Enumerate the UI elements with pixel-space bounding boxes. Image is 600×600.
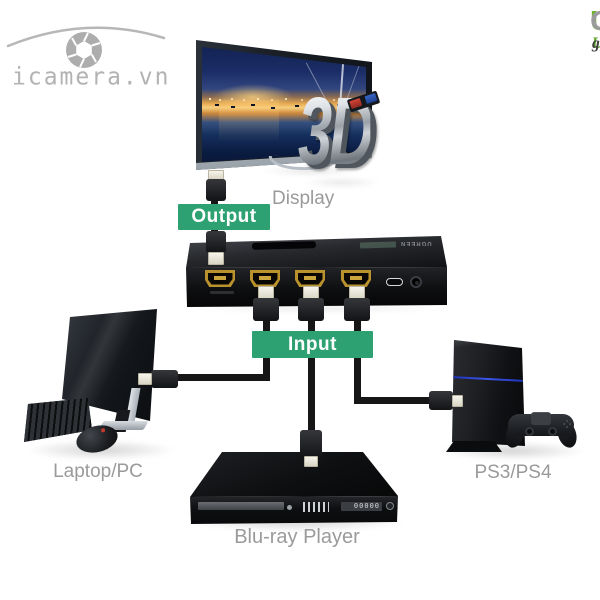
laptop-cable [177,374,267,381]
hdmi-plug-tip [208,252,224,265]
hdmi-plug [206,231,226,253]
hdmi-plug [151,370,178,388]
bluray-display: 00000 [341,502,382,511]
ps4-controller [502,404,580,452]
tv-water-shimmer [219,100,279,142]
3d-shadow [303,177,381,188]
display-label: Display [272,188,335,209]
ps4-stand [446,441,502,452]
output-badge: Output [178,204,270,230]
hdmi-port [295,270,325,287]
3d-logo: 3D 3D [298,84,393,194]
hdmi-plug [300,430,322,458]
controller-right-stick [548,427,557,436]
tv-screen [202,47,366,162]
tv-harbor-lights [209,98,211,100]
hdmi-port-tongue [350,276,362,280]
micro-usb-port [386,278,403,286]
hdmi-plug-tip [138,373,152,385]
tv-boats [215,104,219,106]
laptop-label: Laptop/PC [53,461,143,482]
watermark-text: icamera.vn [12,63,171,91]
hdmi-plug-tip [452,395,463,407]
brand-website-text: greenvietnam.com.vn [592,35,600,52]
port-marking [210,291,234,294]
controller-left-stick [525,427,534,436]
bluray-small-button [287,505,292,510]
watermark-swoosh [6,26,166,48]
bluray-front: 00000 [190,496,398,524]
3d-glasses-red-lens [349,97,363,110]
tv-display [195,38,373,172]
mouse-red-dot [100,427,106,433]
brand-wordmark-u: U [590,5,600,37]
hdmi-plug [344,298,370,321]
hdmi-plug [253,298,279,321]
hdmi-plug [429,391,453,410]
ps4-led-stripe [452,376,524,382]
bluray-vents [303,502,329,512]
bluray-top [190,452,398,497]
hdmi-port-tongue [304,276,316,280]
audio-jack-hole [415,281,419,285]
tv-sunset-glow [213,84,293,110]
brand-logo: UGREEN Ugreenvietnam.com.vn [402,5,600,59]
hdmi-plug-tip [304,456,318,467]
bluray-disc-tray [198,502,284,510]
3d-glasses-blue-lens [364,93,378,105]
controller-touchpad [531,412,551,425]
bluray-cable [308,319,315,432]
switch-top-sticker [359,241,397,249]
ps4-cable [354,319,361,404]
brand-website-u: U [592,35,600,53]
hdmi-port [250,270,280,287]
hdmi-port [341,270,371,287]
console-label: PS3/PS4 [474,462,552,483]
hdmi-port-tongue [259,276,271,280]
ps4-top-highlight [452,340,525,360]
hdmi-plug [298,298,324,321]
ps4-cable [354,397,431,404]
bluray-power-button [386,502,394,510]
switch-top-slot [251,241,317,250]
controller-buttons [566,420,568,422]
camera-aperture-icon [66,32,102,68]
audio-jack [410,276,422,288]
switch-brand-text: UGREEN [400,240,432,246]
tv-shadow [260,166,360,176]
brand-wordmark-rest: GREEN [590,5,600,37]
hdmi-port-tongue [214,276,226,280]
hdmi-port [205,270,235,287]
hdmi-plug [206,179,226,201]
controller-body [508,414,574,436]
bluray-label: Blu-ray Player [234,526,360,548]
input-badge: Input [252,331,373,358]
